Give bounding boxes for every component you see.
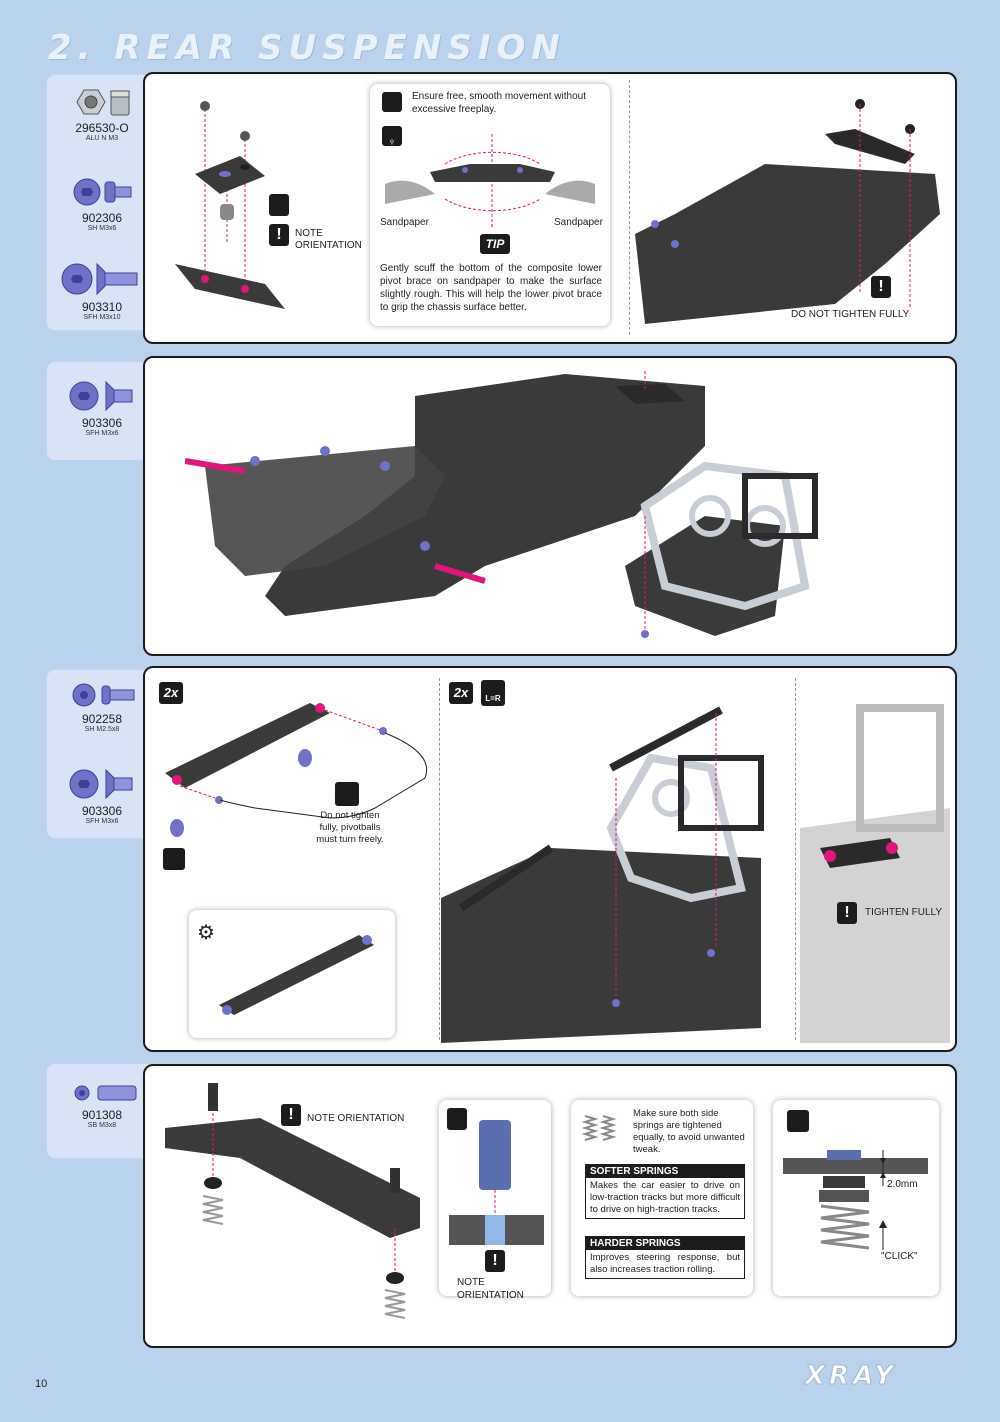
tighten-fully-label: TIGHTEN FULLY <box>865 907 943 918</box>
link-assembly-illustration <box>165 703 427 837</box>
tighten-detail-illustration <box>800 704 950 1043</box>
quantity-badge: 2x <box>449 682 473 704</box>
flat-screw-icon <box>69 768 133 800</box>
note-orientation-label: NOTE ORIENTATION <box>307 1113 405 1124</box>
spring-gap-illustration <box>783 1150 928 1250</box>
part-desc: ALU N M3 <box>85 135 119 142</box>
spring-preload-detail-callout: 2.0mm "CLICK" <box>773 1100 939 1296</box>
flat-screw-icon <box>61 262 138 296</box>
page-number: 10 <box>35 1378 48 1390</box>
parts-panel-step-1: 296530-O ALU N M3 902306 SH M3x6 903310 … <box>47 75 157 330</box>
assembled-link-illustration <box>219 935 374 1015</box>
tip-text: Gently scuff the bottom of the composite… <box>380 263 602 313</box>
parts-panel-step-3: 902258 SH M2.5x8 903306 SFH M3x6 <box>47 670 157 838</box>
step-3-panel: 2x Do not tighten fully, pivotballs must… <box>143 666 957 1052</box>
chassis-link-mount-illustration <box>441 706 764 1043</box>
quantity-badge: 2x <box>159 682 183 704</box>
springs-tip-text: Make sure both side springs are tightene… <box>633 1108 745 1155</box>
do-not-tighten-label: DO NOT TIGHTEN FULLY <box>791 309 910 320</box>
click-label: "CLICK" <box>881 1251 918 1262</box>
sandpaper-tip-callout: Ensure free, smooth movement without exc… <box>370 84 610 326</box>
note-orientation-label: NOTE ORIENTATION <box>295 228 362 251</box>
part-item: 903306 SFH M3x6 <box>47 378 157 437</box>
movement-icon <box>382 92 402 112</box>
step-1-panel: ! NOTE ORIENTATION Ensure free, smooth m… <box>143 72 957 344</box>
pivot-brace-exploded-illustration <box>175 101 285 309</box>
part-desc: SB M3x8 <box>87 1122 117 1129</box>
movement-icon <box>269 194 289 216</box>
springs-icon <box>581 1115 617 1141</box>
screw-icon <box>73 178 132 206</box>
note-orientation-detail-label: NOTE ORIENTATION <box>457 1277 524 1301</box>
part-code: 903306 <box>81 416 123 430</box>
tip-badge: TIP <box>480 234 510 254</box>
warning-icon: ! <box>485 1250 505 1272</box>
harder-springs-box: HARDER SPRINGS Improves steering respons… <box>585 1236 745 1279</box>
harder-springs-title: HARDER SPRINGS <box>586 1237 744 1250</box>
detail-icon <box>787 1110 809 1132</box>
part-item: 903310 SFH M3x10 <box>47 260 157 321</box>
part-desc: SH M2.5x8 <box>84 726 120 733</box>
pivot-icon <box>335 782 359 806</box>
page-title: 2. REAR SUSPENSION <box>48 28 566 68</box>
flat-screw-icon <box>69 380 133 412</box>
detail-icon: ⚲ <box>382 126 402 146</box>
harder-springs-text: Improves steering response, but also inc… <box>590 1252 740 1275</box>
part-code: 902306 <box>81 211 123 225</box>
part-code: 902258 <box>81 712 123 726</box>
softer-springs-title: SOFTER SPRINGS <box>586 1165 744 1178</box>
part-desc: SFH M3x6 <box>85 430 119 437</box>
movement-tip-text: Ensure free, smooth movement without exc… <box>412 91 586 115</box>
part-item: 902306 SH M3x6 <box>47 175 157 232</box>
warning-icon: ! <box>281 1104 301 1126</box>
sandpaper-label-left: Sandpaper <box>380 217 429 228</box>
detail-callout: ! NOTE ORIENTATION <box>439 1100 551 1301</box>
part-code: 903306 <box>81 804 123 818</box>
sandpaper-label-right: Sandpaper <box>554 217 603 228</box>
parts-panel-step-4: 901308 SB M3x8 <box>47 1064 157 1158</box>
screw-icon <box>72 683 135 707</box>
set-screw-icon <box>74 1085 137 1101</box>
sandpaper-illustration <box>385 134 595 229</box>
gap-measurement: 2.0mm <box>887 1179 918 1190</box>
softer-springs-text: Makes the car easier to drive on low-tra… <box>590 1180 740 1215</box>
pivot-note: Do not tighten fully, pivotballs must tu… <box>316 810 384 845</box>
rear-suspension-chassis-illustration <box>185 371 818 638</box>
part-code: 296530-O <box>75 121 129 135</box>
softer-springs-box: SOFTER SPRINGS Makes the car easier to d… <box>585 1164 745 1219</box>
lr-badge: L=R <box>481 680 505 706</box>
spacer-detail-illustration <box>449 1120 544 1245</box>
part-desc: SFH M3x10 <box>83 314 121 321</box>
step-2-panel <box>143 356 957 656</box>
gears-check-icon: ⚙ <box>197 922 215 944</box>
divider <box>439 678 440 1040</box>
spring-plate-illustration <box>165 1083 420 1319</box>
part-desc: SFH M3x6 <box>85 818 119 825</box>
movement-icon <box>163 848 185 870</box>
part-item: 903306 SFH M3x6 <box>47 766 157 825</box>
springs-tip-callout: Make sure both side springs are tightene… <box>571 1100 753 1296</box>
brand-logo-text: XRAY <box>803 1361 897 1390</box>
part-item: 902258 SH M2.5x8 <box>47 680 157 733</box>
warning-icon: ! <box>837 902 857 924</box>
assembled-link-callout: ⚙ <box>189 910 395 1038</box>
nut-icon <box>76 89 130 116</box>
part-code: 903310 <box>81 300 123 314</box>
step-4-panel: ! NOTE ORIENTATION ! NOTE ORIENTATION Ma… <box>143 1064 957 1348</box>
part-desc: SH M3x6 <box>87 225 117 232</box>
note-orientation-icon: ! <box>269 224 289 246</box>
chassis-brace-illustration <box>635 99 940 324</box>
divider <box>629 80 630 335</box>
part-item: 296530-O ALU N M3 <box>47 85 157 142</box>
part-item: 901308 SB M3x8 <box>47 1080 157 1129</box>
warning-icon: ! <box>871 276 891 298</box>
detail-icon <box>447 1108 467 1130</box>
part-code: 901308 <box>81 1108 123 1122</box>
divider <box>795 678 796 1040</box>
xray-logo: XRAY <box>803 1361 897 1391</box>
parts-panel-step-2: 903306 SFH M3x6 <box>47 362 157 460</box>
